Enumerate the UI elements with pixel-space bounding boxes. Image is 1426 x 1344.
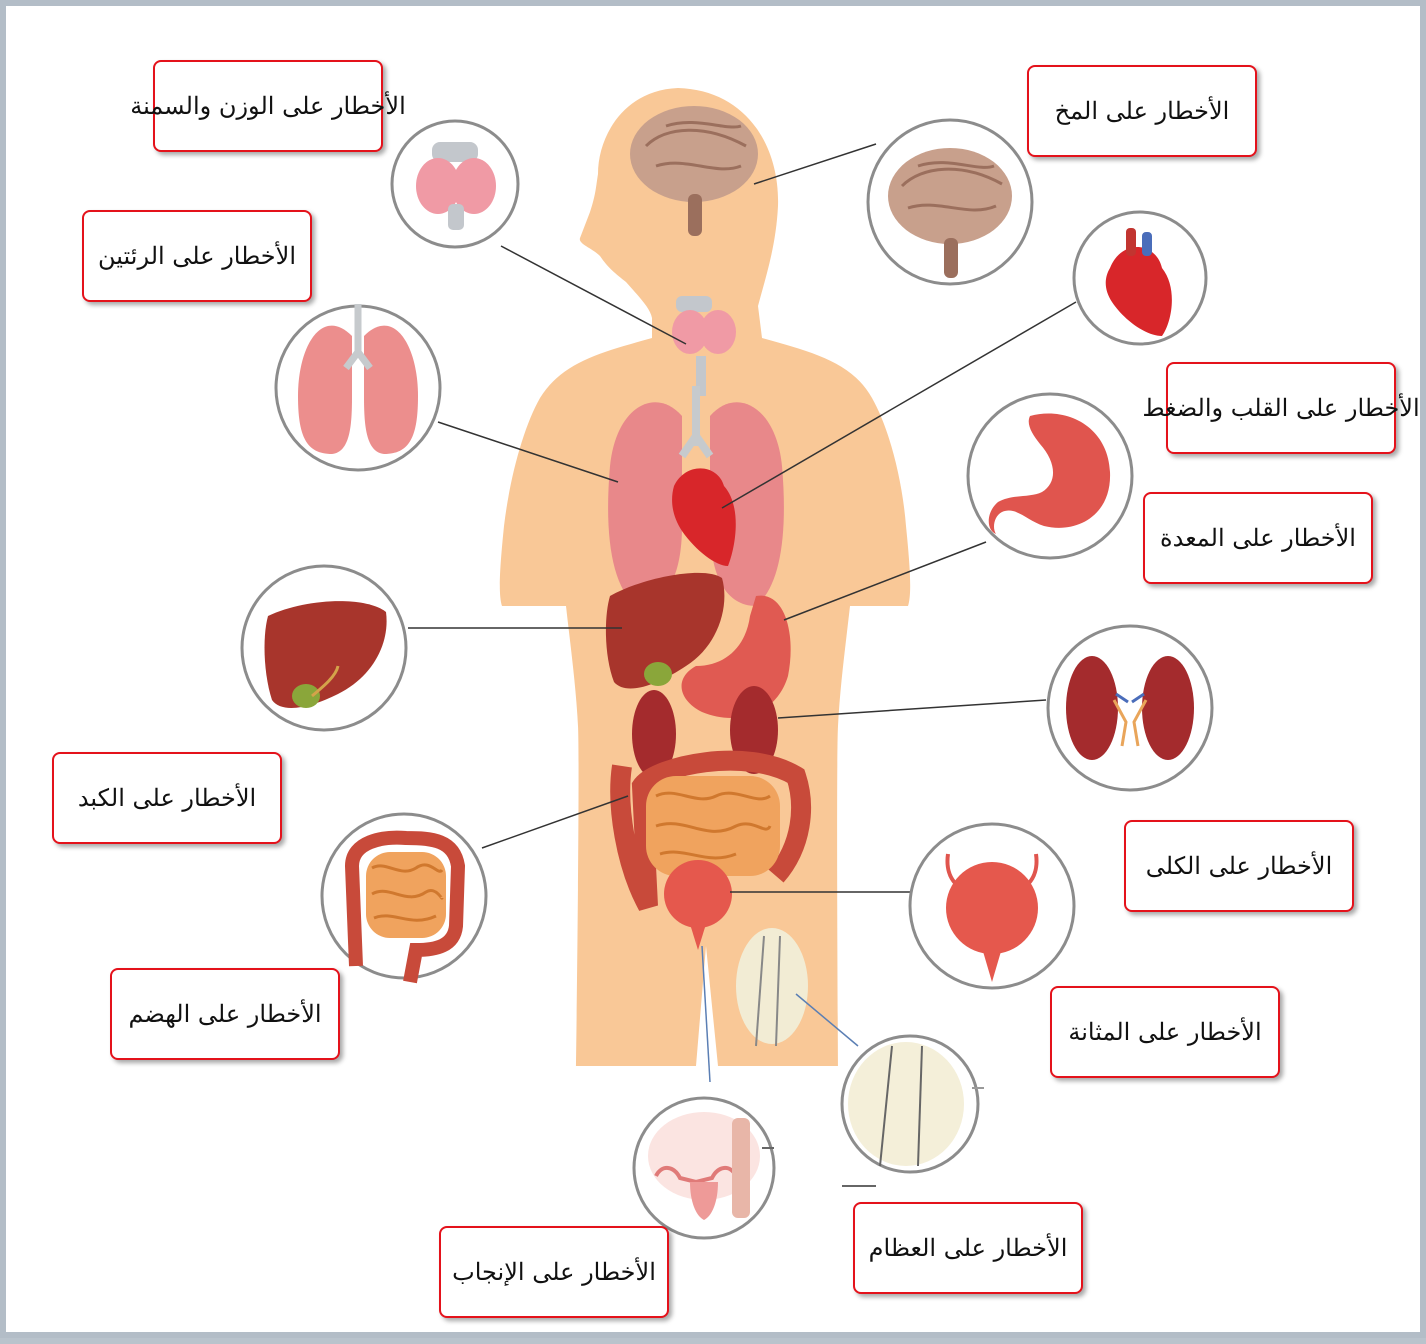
label-digestion: الأخطار على الهضم: [110, 968, 340, 1060]
uterus-circle: [634, 1098, 774, 1238]
bone-circle-edge-marks: [762, 1148, 876, 1186]
brain-circle: [868, 120, 1032, 284]
label-bladder: الأخطار على المثانة: [1050, 986, 1280, 1078]
heart-circle: [1074, 212, 1206, 344]
liver-circle: [242, 566, 406, 730]
lungs-circle: [276, 304, 440, 470]
label-heart: الأخطار على القلب والضغط: [1166, 362, 1396, 454]
intestines-circle: [322, 814, 486, 982]
label-brain: الأخطار على المخ: [1027, 65, 1257, 157]
thyroid-circle: [392, 121, 518, 247]
label-liver: الأخطار على الكبد: [52, 752, 282, 844]
bone-circle: [842, 1036, 984, 1172]
bladder-circle: [910, 824, 1074, 988]
kidneys-circle: [1048, 626, 1212, 790]
label-reproduction: الأخطار على الإنجاب: [439, 1226, 669, 1318]
label-lungs: الأخطار على الرئتين: [82, 210, 312, 302]
label-kidneys: الأخطار على الكلى: [1124, 820, 1354, 912]
label-weight: الأخطار على الوزن والسمنة: [153, 60, 383, 152]
stomach-circle: [968, 394, 1132, 558]
label-stomach: الأخطار على المعدة: [1143, 492, 1373, 584]
label-bones: الأخطار على العظام: [853, 1202, 1083, 1294]
organ-risk-diagram: [6, 6, 1426, 1344]
